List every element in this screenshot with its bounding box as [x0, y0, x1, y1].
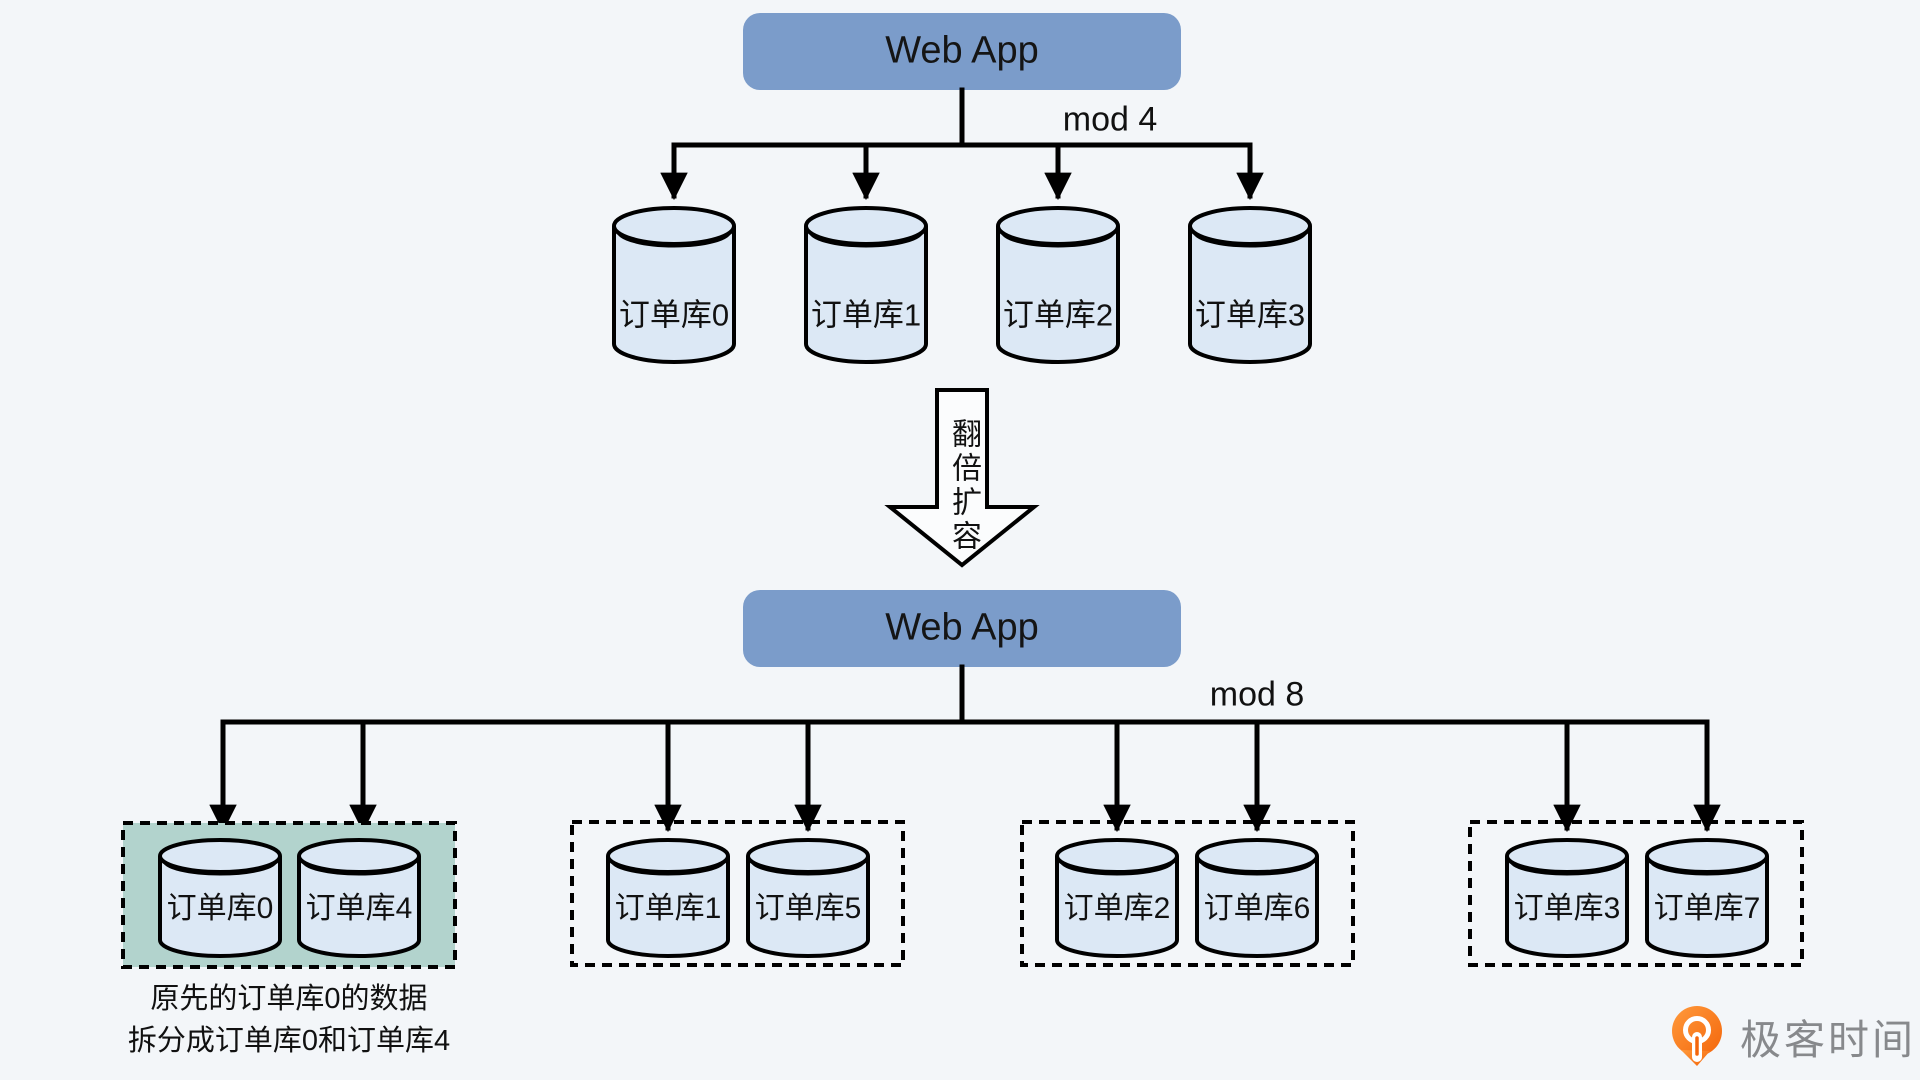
web-app-box-top: [743, 13, 1181, 90]
geektime-logo-text: 极客时间: [1740, 1017, 1916, 1063]
db-label-6: 订单库6: [1203, 892, 1311, 925]
db-cylinder: [804, 206, 928, 364]
web-app-title-bottom: Web App: [885, 606, 1039, 649]
split-caption-line2: 拆分成订单库0和订单库4: [127, 1025, 451, 1057]
db-label-2: 订单库2: [1002, 297, 1114, 333]
db-cylinder: [996, 206, 1120, 364]
expand-arrow-label: 翻倍扩容: [947, 418, 980, 554]
web-app-box-bottom: [743, 590, 1181, 667]
db-label-2b: 订单库2: [1063, 892, 1171, 925]
split-caption: 原先的订单库0的数据 拆分成订单库0和订单库4: [128, 978, 450, 1062]
mod8-label: mod 8: [1209, 675, 1305, 714]
web-app-title-top: Web App: [885, 29, 1039, 72]
db-label-5: 订单库5: [754, 892, 862, 925]
mod4-label: mod 4: [1062, 100, 1158, 139]
expand-down-arrow: [884, 388, 1040, 568]
db-label-3b: 订单库3: [1513, 892, 1621, 925]
db-cylinder: [1188, 206, 1312, 364]
db-label-0b: 订单库0: [166, 892, 274, 925]
bottom-connector-tree: [209, 664, 1721, 833]
group-box-2: [1020, 820, 1355, 967]
geektime-logo-icon: [1672, 1006, 1722, 1066]
db-label-0: 订单库0: [618, 297, 730, 333]
group-box-1: [570, 820, 905, 967]
db-label-7: 订单库7: [1653, 892, 1761, 925]
db-label-1: 订单库1: [810, 297, 922, 333]
db-label-1b: 订单库1: [614, 892, 722, 925]
split-caption-line1: 原先的订单库0的数据: [150, 983, 428, 1015]
geektime-logo: 极客时间: [1668, 1004, 1916, 1068]
top-connector-tree: [660, 87, 1264, 201]
db-label-3: 订单库3: [1194, 297, 1306, 333]
db-label-4: 订单库4: [305, 892, 413, 925]
db-cylinder: [612, 206, 736, 364]
